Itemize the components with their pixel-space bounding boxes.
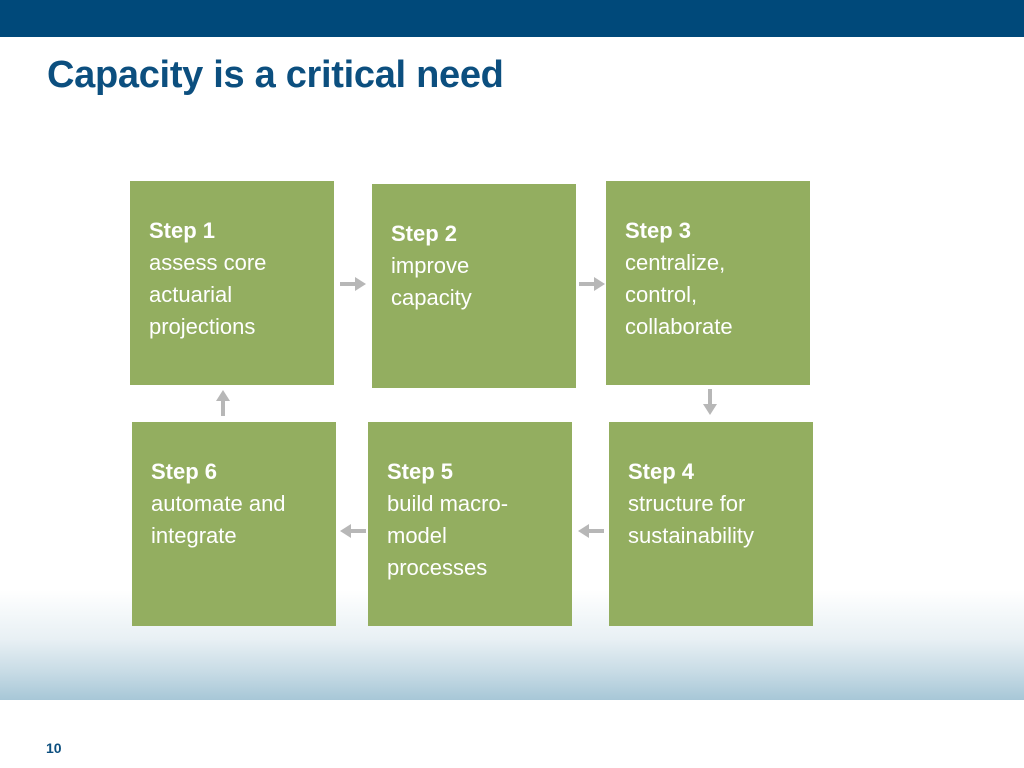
header-bar xyxy=(0,0,1024,37)
step-4-description: structure for sustainability xyxy=(628,491,754,548)
step-3-description: centralize, control, collaborate xyxy=(625,250,733,339)
step-6-box: Step 6 automate and integrate xyxy=(132,422,336,626)
arrow-right-icon xyxy=(340,277,366,291)
step-3-box: Step 3 centralize, control, collaborate xyxy=(606,181,810,385)
page-number: 10 xyxy=(46,740,62,756)
arrow-left-icon xyxy=(340,524,366,538)
step-6-description: automate and integrate xyxy=(151,491,286,548)
arrow-left-icon xyxy=(578,524,604,538)
step-2-box: Step 2 improve capacity xyxy=(372,184,576,388)
step-4-box: Step 4 structure for sustainability xyxy=(609,422,813,626)
step-1-box: Step 1 assess core actuarial projections xyxy=(130,181,334,385)
footer xyxy=(0,700,1024,768)
step-2-label: Step 2 xyxy=(391,221,458,246)
slide-title: Capacity is a critical need xyxy=(47,54,504,96)
arrow-down-icon xyxy=(703,389,717,415)
step-6-label: Step 6 xyxy=(151,459,218,484)
step-2-description: improve capacity xyxy=(391,253,472,310)
step-5-box: Step 5 build macro-model processes xyxy=(368,422,572,626)
step-5-description: build macro-model processes xyxy=(387,491,509,580)
step-1-description: assess core actuarial projections xyxy=(149,250,267,339)
step-3-label: Step 3 xyxy=(625,218,692,243)
arrow-up-icon xyxy=(216,390,230,416)
step-1-label: Step 1 xyxy=(149,218,216,243)
step-5-label: Step 5 xyxy=(387,459,454,484)
arrow-right-icon xyxy=(579,277,605,291)
step-4-label: Step 4 xyxy=(628,459,695,484)
